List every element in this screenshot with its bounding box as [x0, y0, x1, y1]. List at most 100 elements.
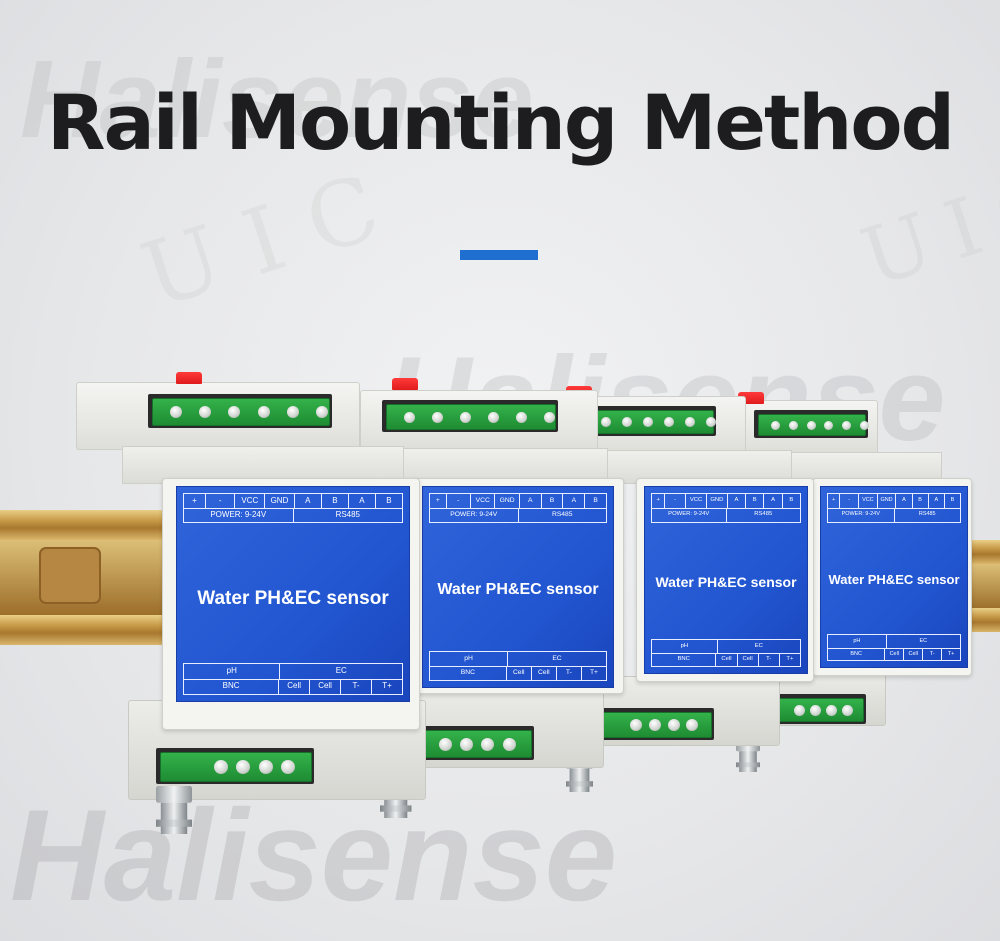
terminal-screw[interactable] [316, 406, 328, 418]
terminal-label: - [840, 494, 860, 508]
terminal-screw[interactable] [439, 738, 452, 751]
top-terminal-block[interactable] [152, 398, 330, 426]
terminal-screw[interactable] [860, 421, 869, 430]
terminal-screw[interactable] [789, 421, 798, 430]
ec-label: EC [919, 638, 928, 644]
ph-label: pH [652, 640, 718, 653]
top-terminal-block[interactable] [758, 414, 869, 436]
terminal-screw[interactable] [824, 421, 833, 430]
terminal-label: B [913, 494, 929, 508]
bnc-collar [156, 786, 192, 803]
terminal-screw[interactable] [649, 719, 661, 731]
ph-label: pH [184, 664, 281, 679]
bus-label: RS485 [335, 510, 360, 519]
terminal-label: A [563, 494, 586, 508]
bnc-label: BNC [652, 653, 717, 666]
bottom-terminal-block[interactable] [586, 712, 712, 738]
terminal-screw[interactable] [630, 719, 642, 731]
terminal-screw[interactable] [214, 760, 228, 774]
ec-terminal-label: T- [557, 666, 582, 680]
terminal-label: A [520, 494, 542, 508]
release-tab[interactable] [176, 372, 202, 384]
bnc-ring [156, 819, 192, 827]
terminal-screw[interactable] [259, 760, 273, 774]
terminal-label: + [430, 494, 447, 508]
terminal-label: + [828, 494, 841, 508]
terminal-screw[interactable] [842, 421, 851, 430]
terminal-screw[interactable] [668, 719, 680, 731]
terminal-label: GND [495, 494, 520, 508]
terminal-screw[interactable] [685, 417, 695, 427]
terminal-screw[interactable] [199, 406, 211, 418]
terminal-screw[interactable] [236, 760, 250, 774]
ec-terminal-label: Cell [310, 679, 342, 694]
terminal-label: B [789, 497, 794, 503]
terminal-label: A [896, 494, 913, 508]
ec-terminal-label: Cell [738, 653, 759, 666]
terminal-screw[interactable] [601, 417, 611, 427]
terminal-screw[interactable] [258, 406, 270, 418]
sensor-name-label: Water PH&EC sensor [197, 588, 389, 609]
power-spec-label: POWER: 9-24V [184, 508, 294, 522]
terminal-screw[interactable] [432, 412, 443, 423]
terminal-screw[interactable] [706, 417, 716, 427]
terminal-screw[interactable] [807, 421, 816, 430]
terminal-screw[interactable] [810, 705, 821, 716]
release-tab[interactable] [392, 378, 418, 390]
wiring-row-supply: POWER: 9-24V RS485 [184, 508, 402, 522]
terminal-screw[interactable] [503, 738, 516, 751]
bnc-barrel [160, 802, 188, 834]
ec-terminal-label: Cell [885, 648, 905, 661]
terminal-screw[interactable] [460, 412, 471, 423]
terminal-screw[interactable] [794, 705, 805, 716]
terminal-screw[interactable] [281, 760, 295, 774]
terminal-screw[interactable] [544, 412, 555, 423]
terminal-screw[interactable] [488, 412, 499, 423]
terminal-screw[interactable] [404, 412, 415, 423]
terminal-screw[interactable] [664, 417, 674, 427]
terminal-label: VCC [686, 494, 707, 508]
terminal-label: VCC [471, 494, 496, 508]
terminal-label: B [950, 497, 955, 503]
sensor-name-label: Water PH&EC sensor [828, 572, 960, 587]
terminal-screw[interactable] [228, 406, 240, 418]
ec-terminal-label: T+ [382, 681, 392, 690]
terminal-label: A [929, 494, 945, 508]
terminal-label: + [652, 494, 666, 508]
terminal-screw[interactable] [771, 421, 780, 430]
terminal-screw[interactable] [170, 406, 182, 418]
top-terminal-block[interactable] [386, 404, 556, 430]
terminal-screw[interactable] [460, 738, 473, 751]
terminal-screw[interactable] [826, 705, 837, 716]
terminal-screw[interactable] [481, 738, 494, 751]
terminal-label: A [295, 494, 322, 508]
terminal-screw[interactable] [643, 417, 653, 427]
terminal-screw[interactable] [686, 719, 698, 731]
ec-label: EC [552, 655, 562, 662]
terminal-label: A [349, 494, 376, 508]
terminal-screw[interactable] [287, 406, 299, 418]
terminal-screw[interactable] [842, 705, 853, 716]
bottom-terminal-block[interactable] [160, 752, 312, 782]
top-terminal-block[interactable] [586, 410, 716, 434]
terminal-screw[interactable] [622, 417, 632, 427]
ec-terminal-label: T- [759, 653, 780, 666]
terminal-screw[interactable] [516, 412, 527, 423]
brand-watermark-top: Halisense [20, 38, 534, 161]
sensor-name-label: Water PH&EC sensor [437, 581, 599, 598]
